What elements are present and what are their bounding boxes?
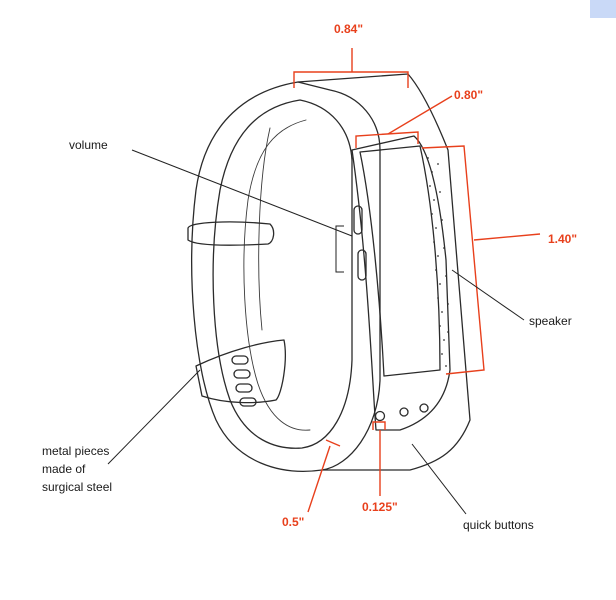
dim-label-button-size: 0.125" <box>362 500 398 514</box>
dim-label-screen-height: 1.40" <box>548 232 578 246</box>
quick-button-1 <box>374 410 386 422</box>
clasp-slot-2 <box>233 369 251 379</box>
clasp-slot-3 <box>235 383 253 393</box>
label-metal-line1: metal pieces <box>42 444 110 458</box>
dim-tick-band <box>325 439 341 447</box>
label-metal-line2: made of <box>42 462 86 476</box>
band-inner-line <box>243 119 311 431</box>
dim-label-top-width: 0.84" <box>334 22 364 36</box>
dim-bracket-height <box>421 145 485 375</box>
leader-volume <box>131 149 353 237</box>
corner-tab <box>590 0 616 18</box>
steel-clasp <box>195 339 286 404</box>
band-keeper <box>187 221 275 246</box>
volume-up-button <box>353 205 363 235</box>
dim-lead-screen <box>387 95 453 135</box>
volume-down-button <box>357 249 367 281</box>
speaker-grille <box>427 157 449 367</box>
leader-metal <box>107 369 201 465</box>
dim-bracket-top <box>293 71 409 88</box>
dim-label-screen-width: 0.80" <box>454 88 484 102</box>
dim-bracket-button <box>372 421 386 430</box>
dim-label-band-thickness: 0.5" <box>282 515 305 529</box>
band-outer-rim <box>297 73 471 471</box>
clasp-slot-4 <box>239 397 257 407</box>
dim-lead-height <box>473 233 541 241</box>
label-quick-buttons: quick buttons <box>463 518 534 532</box>
quick-button-3 <box>419 403 429 413</box>
band-back-line <box>258 127 271 331</box>
screen-outline <box>359 145 441 377</box>
label-volume: volume <box>69 138 108 152</box>
clasp-slot-1 <box>231 355 249 365</box>
band-inner-edge <box>212 99 353 449</box>
label-metal-line3: surgical steel <box>42 480 113 494</box>
leader-quick <box>411 443 467 515</box>
quick-button-2 <box>399 407 409 417</box>
leader-speaker <box>451 269 525 321</box>
leader-volume-bracket <box>335 225 344 273</box>
module-face <box>351 135 451 431</box>
dim-bracket-screen <box>355 131 419 148</box>
label-speaker: speaker <box>529 314 572 328</box>
dim-lead-band <box>307 445 331 513</box>
